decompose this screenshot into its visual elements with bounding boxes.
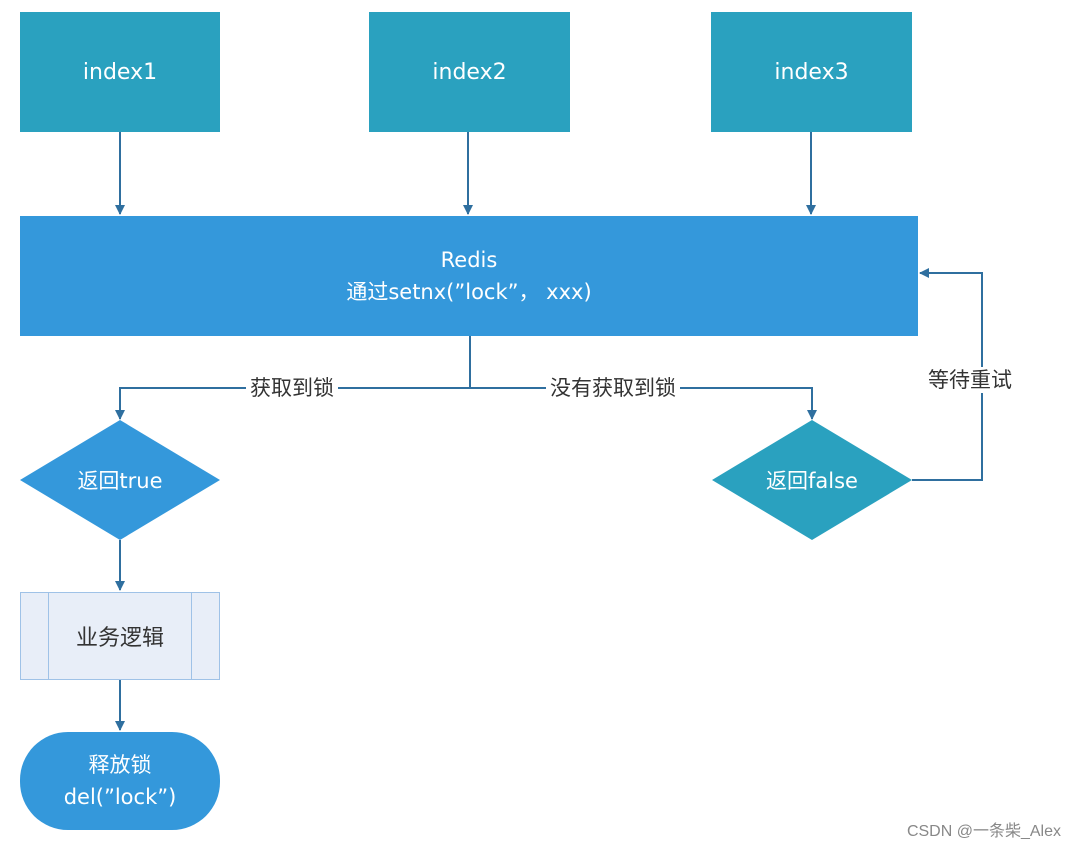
return-false-diamond <box>712 420 912 540</box>
index3-label: index3 <box>774 59 849 85</box>
business-logic-box: 业务逻辑 <box>20 592 220 680</box>
release-lock-command: del(”lock”) <box>63 785 177 809</box>
watermark: CSDN @一条柴_Alex <box>906 823 1061 840</box>
return-false-label: 返回false <box>766 469 858 493</box>
index2-box: index2 <box>369 12 570 132</box>
index3-box: index3 <box>711 12 912 132</box>
edge-label-wait-retry: 等待重试 <box>924 367 1016 393</box>
process-bar-right <box>191 593 192 679</box>
edge-label-no-lock: 没有获取到锁 <box>546 375 680 401</box>
business-logic-label: 业务逻辑 <box>75 626 164 651</box>
return-true-label: 返回true <box>77 469 163 493</box>
redis-command: 通过setnx(”lock”， xxx) <box>346 280 592 304</box>
process-bar-left <box>48 593 49 679</box>
release-lock-box: 释放锁 del(”lock”) <box>20 732 220 830</box>
arrow-to-return-true <box>115 387 470 420</box>
release-lock-title: 释放锁 <box>88 753 152 777</box>
return-true-diamond <box>20 420 220 540</box>
index1-label: index1 <box>82 59 158 85</box>
index1-box: index1 <box>20 12 220 132</box>
redis-title: Redis <box>440 248 498 272</box>
redis-box: Redis 通过setnx(”lock”， xxx) <box>20 216 918 336</box>
index2-label: index2 <box>432 59 507 85</box>
edge-label-got-lock: 获取到锁 <box>246 375 338 401</box>
